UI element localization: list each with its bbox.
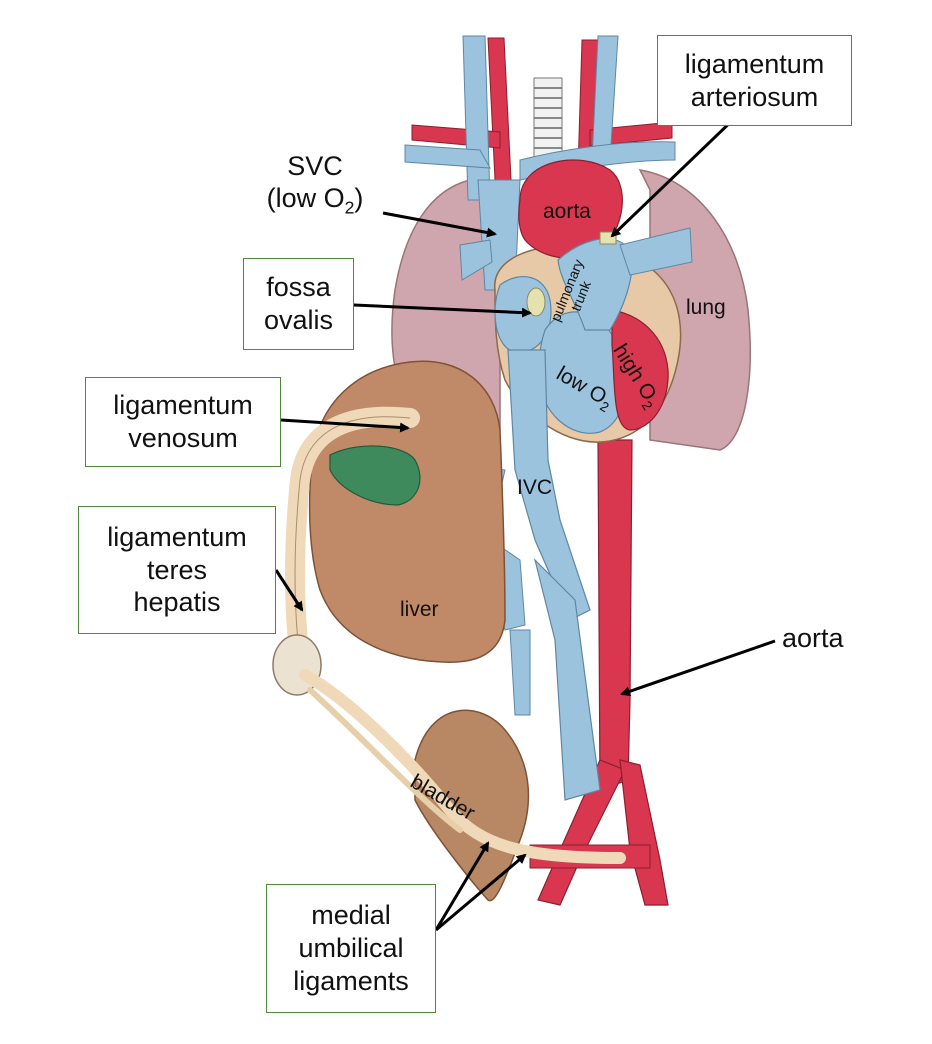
aorta-right-label: aorta [782, 623, 844, 653]
callout-line: ovalis [263, 305, 334, 335]
svc-close-paren: ) [354, 183, 364, 214]
liver-label: liver [400, 598, 439, 621]
bladder-shape [414, 709, 530, 902]
ivc-lower [533, 558, 601, 801]
arrow-ligamentum-teres [274, 569, 304, 612]
left-iliac-artery [619, 759, 669, 906]
callout-ligamentum-teres-hepatis: ligamentum teres hepatis [78, 506, 276, 634]
callout-line: medial [311, 900, 391, 931]
left-carotid [487, 37, 513, 201]
arrow-fossa-ovalis [353, 303, 532, 318]
arrow-ligamentum-arteriosum [610, 113, 740, 238]
callout-line: ligamentum [684, 48, 825, 79]
callout-line: teres [146, 554, 208, 585]
callout-line: ligamentum [107, 521, 247, 552]
liver-shape [308, 360, 506, 663]
svc-label-line2: (low O2) [255, 182, 375, 218]
descending-aorta [597, 439, 633, 791]
arrow-ligamentum-venosum [280, 418, 410, 433]
medial-umbilical-ligament-2 [307, 687, 463, 833]
svc-o2-subscript: 2 [344, 197, 355, 218]
arrow-aorta [620, 639, 776, 697]
callout-line: fossa [266, 272, 331, 303]
ligamentum-teres-band-edge [294, 416, 411, 661]
right-pulmonary-veins [459, 239, 493, 281]
svc-label-line1: SVC [287, 151, 343, 181]
arrow-medial-umbilical-2 [435, 853, 527, 932]
callout-medial-umbilical-ligaments: medial umbilical ligaments [266, 884, 436, 1013]
svc-label: SVC (low O2) [255, 150, 375, 219]
arrow-svc [382, 211, 497, 238]
svc-low-o2-text: (low O [266, 183, 345, 214]
left-ventricle [611, 309, 669, 431]
left-pulmonary-artery [619, 227, 693, 276]
gallbladder [329, 445, 421, 506]
brachiocephalic-left [404, 144, 491, 169]
callout-line: arteriosum [690, 81, 819, 112]
ivc-label: IVC [517, 476, 553, 499]
callout-line: ligaments [293, 965, 409, 996]
ivc-descending-to-pelvis [509, 629, 531, 716]
callout-line: umbilical [298, 933, 404, 964]
arrow-medial-umbilical-1 [434, 841, 490, 931]
inferior-vena-cava [507, 349, 591, 621]
callout-line: ligamentum [113, 390, 253, 421]
callout-fossa-ovalis: fossa ovalis [243, 258, 354, 350]
medial-umbilical-ligament-1 [299, 669, 626, 864]
aorta-upper-label: aorta [543, 200, 591, 223]
lung-label: lung [686, 296, 726, 319]
jugular-vein-left [462, 35, 491, 201]
callout-ligamentum-arteriosum: ligamentum arteriosum [657, 35, 852, 126]
callout-line: venosum [128, 423, 238, 453]
callout-line: hepatis [133, 587, 221, 618]
callout-ligamentum-venosum: ligamentum venosum [85, 377, 281, 467]
pulmonary-trunk-vessel [557, 238, 633, 331]
